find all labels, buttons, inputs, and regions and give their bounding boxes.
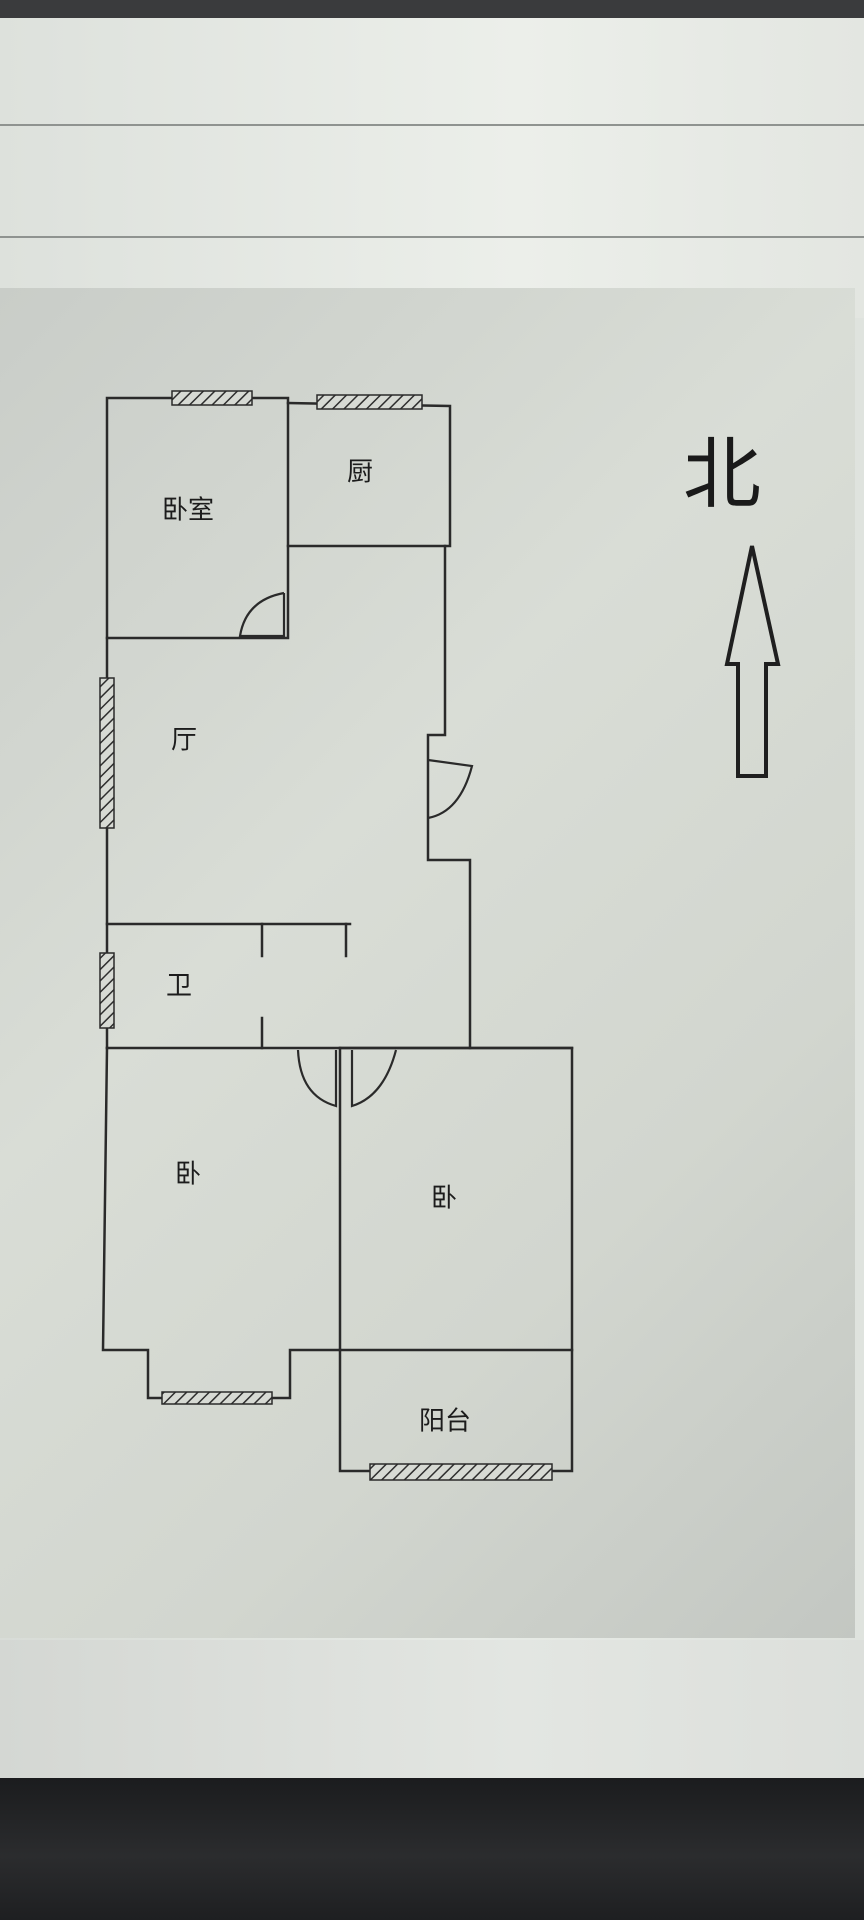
room-label-bathroom: 卫 <box>165 971 193 1002</box>
screen-bottom-bezel <box>0 1778 864 1920</box>
door-master-bedroom <box>238 591 286 638</box>
wall-right-bedroom <box>338 1046 574 1352</box>
screen-top-bezel <box>0 0 864 20</box>
window-balcony <box>369 1463 553 1481</box>
window-bathroom <box>99 952 115 1029</box>
door-left-bedroom <box>296 1049 338 1108</box>
floor-plan-drawing <box>99 390 781 1481</box>
wall-left-bedroom <box>101 1046 342 1400</box>
room-label-master-bedroom: 卧室 <box>161 495 215 526</box>
door-entrance <box>427 758 474 820</box>
room-label-living-room: 厅 <box>170 725 198 756</box>
room-label-bedroom-left: 卧 <box>174 1159 202 1190</box>
windows <box>99 390 553 1481</box>
window-living-west <box>99 677 115 829</box>
window-kitchen <box>316 394 423 410</box>
room-label-kitchen: 厨 <box>346 457 374 488</box>
door-right-bedroom <box>350 1049 398 1108</box>
window-master-bedroom <box>171 390 253 406</box>
blank-row-2 <box>0 126 864 238</box>
floor-plan-image: 卧室 厨 厅 卫 卧 卧 阳台 北 <box>0 288 855 1638</box>
doors <box>238 591 474 1108</box>
wall-living-east <box>426 544 472 1050</box>
room-label-balcony: 阳台 <box>418 1406 472 1437</box>
compass-north-label: 北 <box>682 430 762 520</box>
north-arrow-icon <box>724 545 781 778</box>
blank-row-1 <box>0 18 864 126</box>
screen-bottom-strip <box>0 1640 864 1780</box>
room-label-bedroom-right: 卧 <box>430 1183 458 1214</box>
window-left-bedroom <box>161 1391 273 1405</box>
